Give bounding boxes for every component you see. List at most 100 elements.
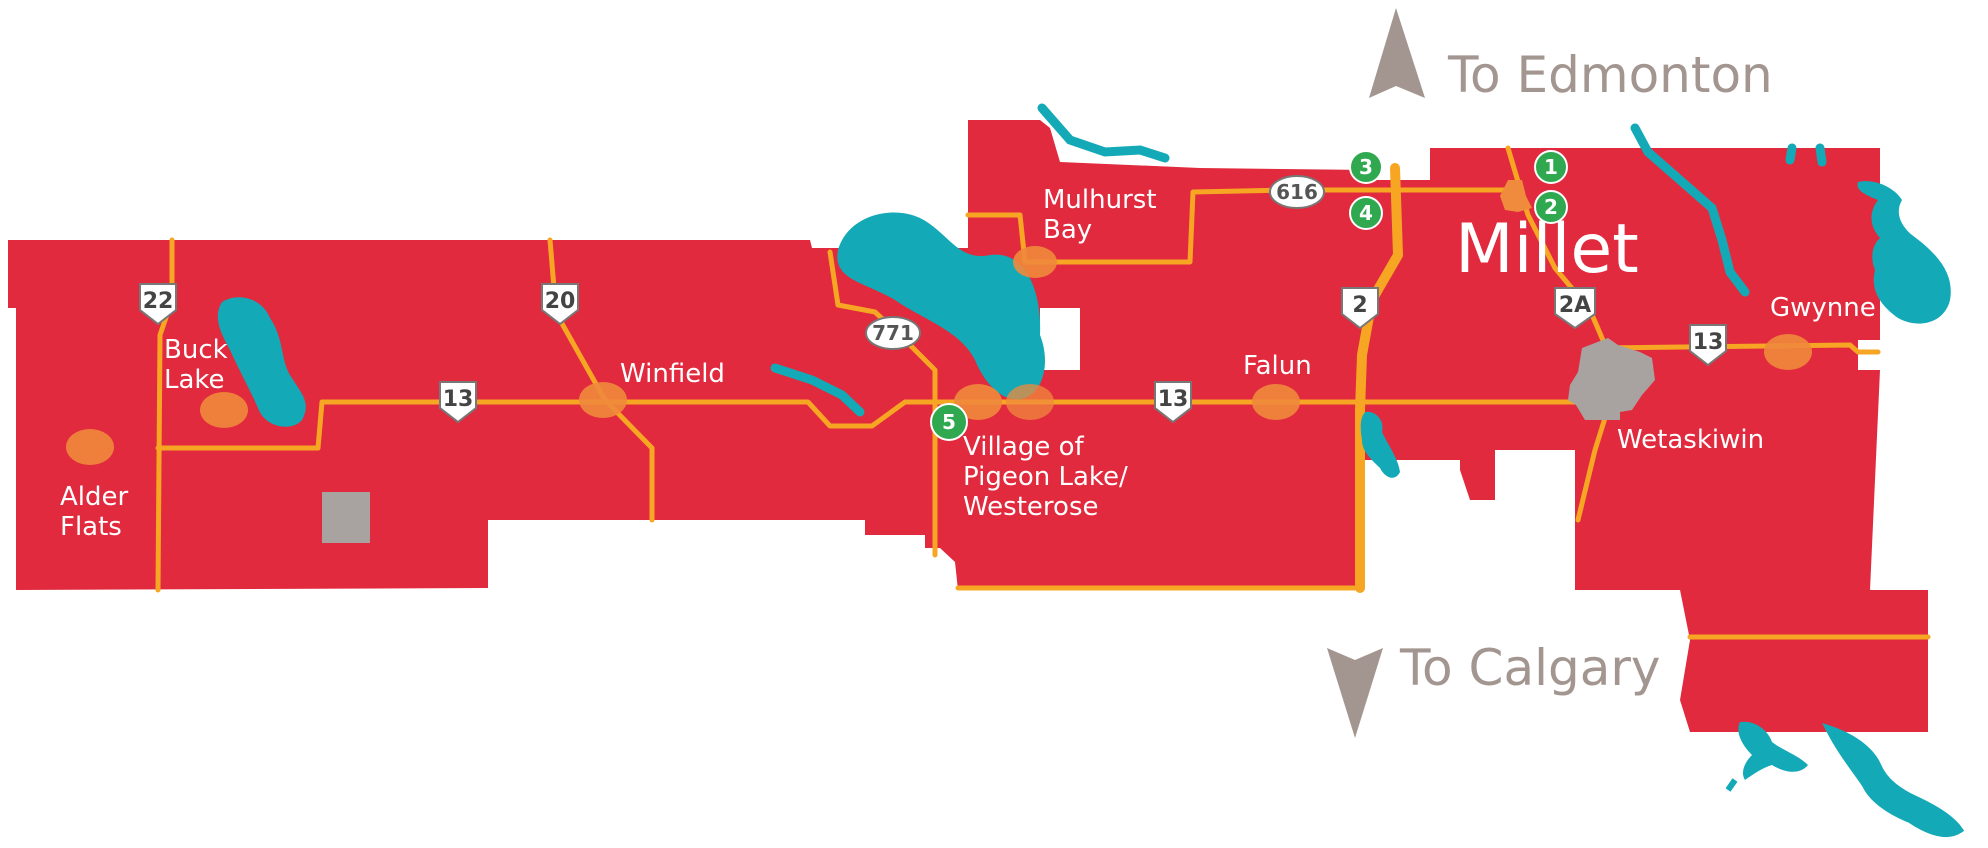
map-marker-2[interactable]: 2	[1534, 190, 1568, 224]
highway-22-shield[interactable]: 22	[139, 283, 177, 326]
east-creek	[1630, 123, 1750, 297]
marker-4-label: 4	[1359, 201, 1373, 225]
highway-13-label: 13	[1693, 330, 1724, 355]
highway-2-shield[interactable]: 2	[1341, 287, 1379, 330]
winfield-label: Winfield	[620, 359, 725, 389]
buck-lake-town-marker[interactable]	[200, 392, 248, 428]
central-creek	[770, 363, 865, 417]
map-marker-5[interactable]: 5	[930, 403, 968, 441]
southeast-lake	[1738, 721, 1808, 780]
map-marker-4[interactable]: 4	[1349, 196, 1383, 230]
pigeon-lake	[837, 212, 1045, 400]
highway-20-label: 20	[545, 289, 576, 314]
buck-lake-label-line-1: Buck	[164, 335, 228, 365]
marker-circle-icon	[1534, 190, 1568, 224]
numbered-markers: 1 2 3 4 5	[930, 150, 1568, 441]
highway-22-label: 22	[143, 289, 174, 314]
land-region	[8, 120, 1928, 732]
marker-circle-icon	[1349, 150, 1383, 184]
buck-lake-label: Buck Lake	[164, 335, 236, 395]
pigeon-lake-label-line-3: Westerose	[963, 492, 1098, 522]
water-bodies	[217, 103, 1965, 838]
wetaskiwin-urban	[1568, 338, 1655, 420]
highway-13-shield-east[interactable]: 13	[1689, 324, 1727, 367]
highway-2a-label: 2A	[1559, 293, 1591, 318]
highway-771-label: 771	[872, 321, 914, 345]
northeast-creek	[1785, 143, 1827, 167]
pigeon-lake-label-line-2: Pigeon Lake/	[963, 462, 1128, 492]
buck-lake-label-line-2: Lake	[164, 365, 225, 395]
highway-13-label: 13	[443, 387, 474, 412]
county-land	[8, 120, 1928, 732]
shield-icon	[1689, 324, 1727, 367]
mulhurst-bay-label: Mulhurst Bay	[1043, 185, 1165, 245]
highway-616-label: 616	[1276, 180, 1318, 204]
up-arrow-icon	[1369, 8, 1425, 98]
map-marker-3[interactable]: 3	[1349, 150, 1383, 184]
town-markers	[66, 246, 1812, 465]
rural-urban-block	[322, 492, 370, 543]
pigeon-lake-town-marker-b[interactable]	[1006, 384, 1054, 420]
southeast-creek	[1725, 722, 1965, 838]
highway-2a-shield[interactable]: 2A	[1554, 287, 1596, 330]
place-labels: Alder Flats Buck Lake Winfield Mulhurst …	[60, 185, 1876, 542]
pigeon-lake-label-line-1: Village of	[963, 432, 1084, 462]
gwynne-label: Gwynne	[1770, 293, 1876, 323]
to-edmonton-label: To Edmonton	[1447, 46, 1773, 104]
gwynne-town-marker[interactable]	[1764, 334, 1812, 370]
direction-indicators: To Edmonton To Calgary	[1327, 8, 1773, 738]
to-calgary-label: To Calgary	[1399, 639, 1661, 697]
highway-771-oval[interactable]: 771	[865, 316, 921, 350]
map-marker-1[interactable]: 1	[1534, 150, 1568, 184]
marker-2-label: 2	[1544, 195, 1558, 219]
millet-city-label: Millet	[1455, 210, 1639, 289]
highway-616-oval[interactable]: 616	[1269, 175, 1325, 209]
marker-1-label: 1	[1544, 155, 1558, 179]
alder-flats-town-marker[interactable]	[66, 429, 114, 465]
shield-icon	[439, 381, 477, 424]
highway-13-road	[155, 342, 1881, 451]
highway-13-label: 13	[1158, 387, 1189, 412]
highway-2-label: 2	[1352, 293, 1367, 318]
south-direction: To Calgary	[1327, 639, 1661, 738]
shield-icon	[1554, 287, 1596, 330]
pigeon-lake-label: Village of Pigeon Lake/ Westerose	[963, 432, 1136, 522]
north-creek	[1037, 103, 1170, 163]
shield-icon	[1154, 381, 1192, 424]
falun-town-marker[interactable]	[1252, 384, 1300, 420]
highway-13-shield-west[interactable]: 13	[439, 381, 477, 424]
shield-icon	[139, 283, 177, 326]
shield-icon	[541, 283, 579, 326]
down-arrow-icon	[1327, 648, 1383, 738]
shield-icon	[1341, 287, 1379, 330]
north-direction: To Edmonton	[1369, 8, 1773, 104]
mulhurst-bay-town-marker[interactable]	[1013, 246, 1057, 278]
millet-urban	[1500, 180, 1532, 212]
mulhurst-bay-label-line-1: Mulhurst	[1043, 185, 1157, 215]
alder-flats-label-line-1: Alder	[60, 482, 129, 512]
winfield-town-marker[interactable]	[579, 382, 627, 418]
alder-flats-label: Alder Flats	[60, 482, 136, 542]
northeast-lake	[1857, 181, 1951, 324]
oval-shield-icon	[1269, 175, 1325, 209]
marker-circle-icon	[1534, 150, 1568, 184]
falun-lake	[1360, 411, 1400, 478]
highway-shields: 22 20 13 13 13 2 2A 771	[139, 175, 1727, 424]
marker-circle-icon	[1349, 196, 1383, 230]
highway-2-road	[1355, 163, 1403, 593]
oval-shield-icon	[865, 316, 921, 350]
pigeon-lake-town-marker-a[interactable]	[954, 384, 1002, 420]
marker-5-label: 5	[942, 410, 956, 434]
highway-20-shield[interactable]: 20	[541, 283, 579, 326]
highway-2a-road	[1505, 145, 1613, 523]
mulhurst-bay-label-line-2: Bay	[1043, 215, 1092, 245]
highway-13-shield-central[interactable]: 13	[1154, 381, 1192, 424]
buck-lake	[217, 297, 306, 427]
marker-3-label: 3	[1359, 155, 1373, 179]
urban-areas	[322, 180, 1655, 543]
falun-label: Falun	[1243, 351, 1312, 381]
marker-circle-icon	[930, 403, 968, 441]
alder-flats-label-line-2: Flats	[60, 512, 122, 542]
